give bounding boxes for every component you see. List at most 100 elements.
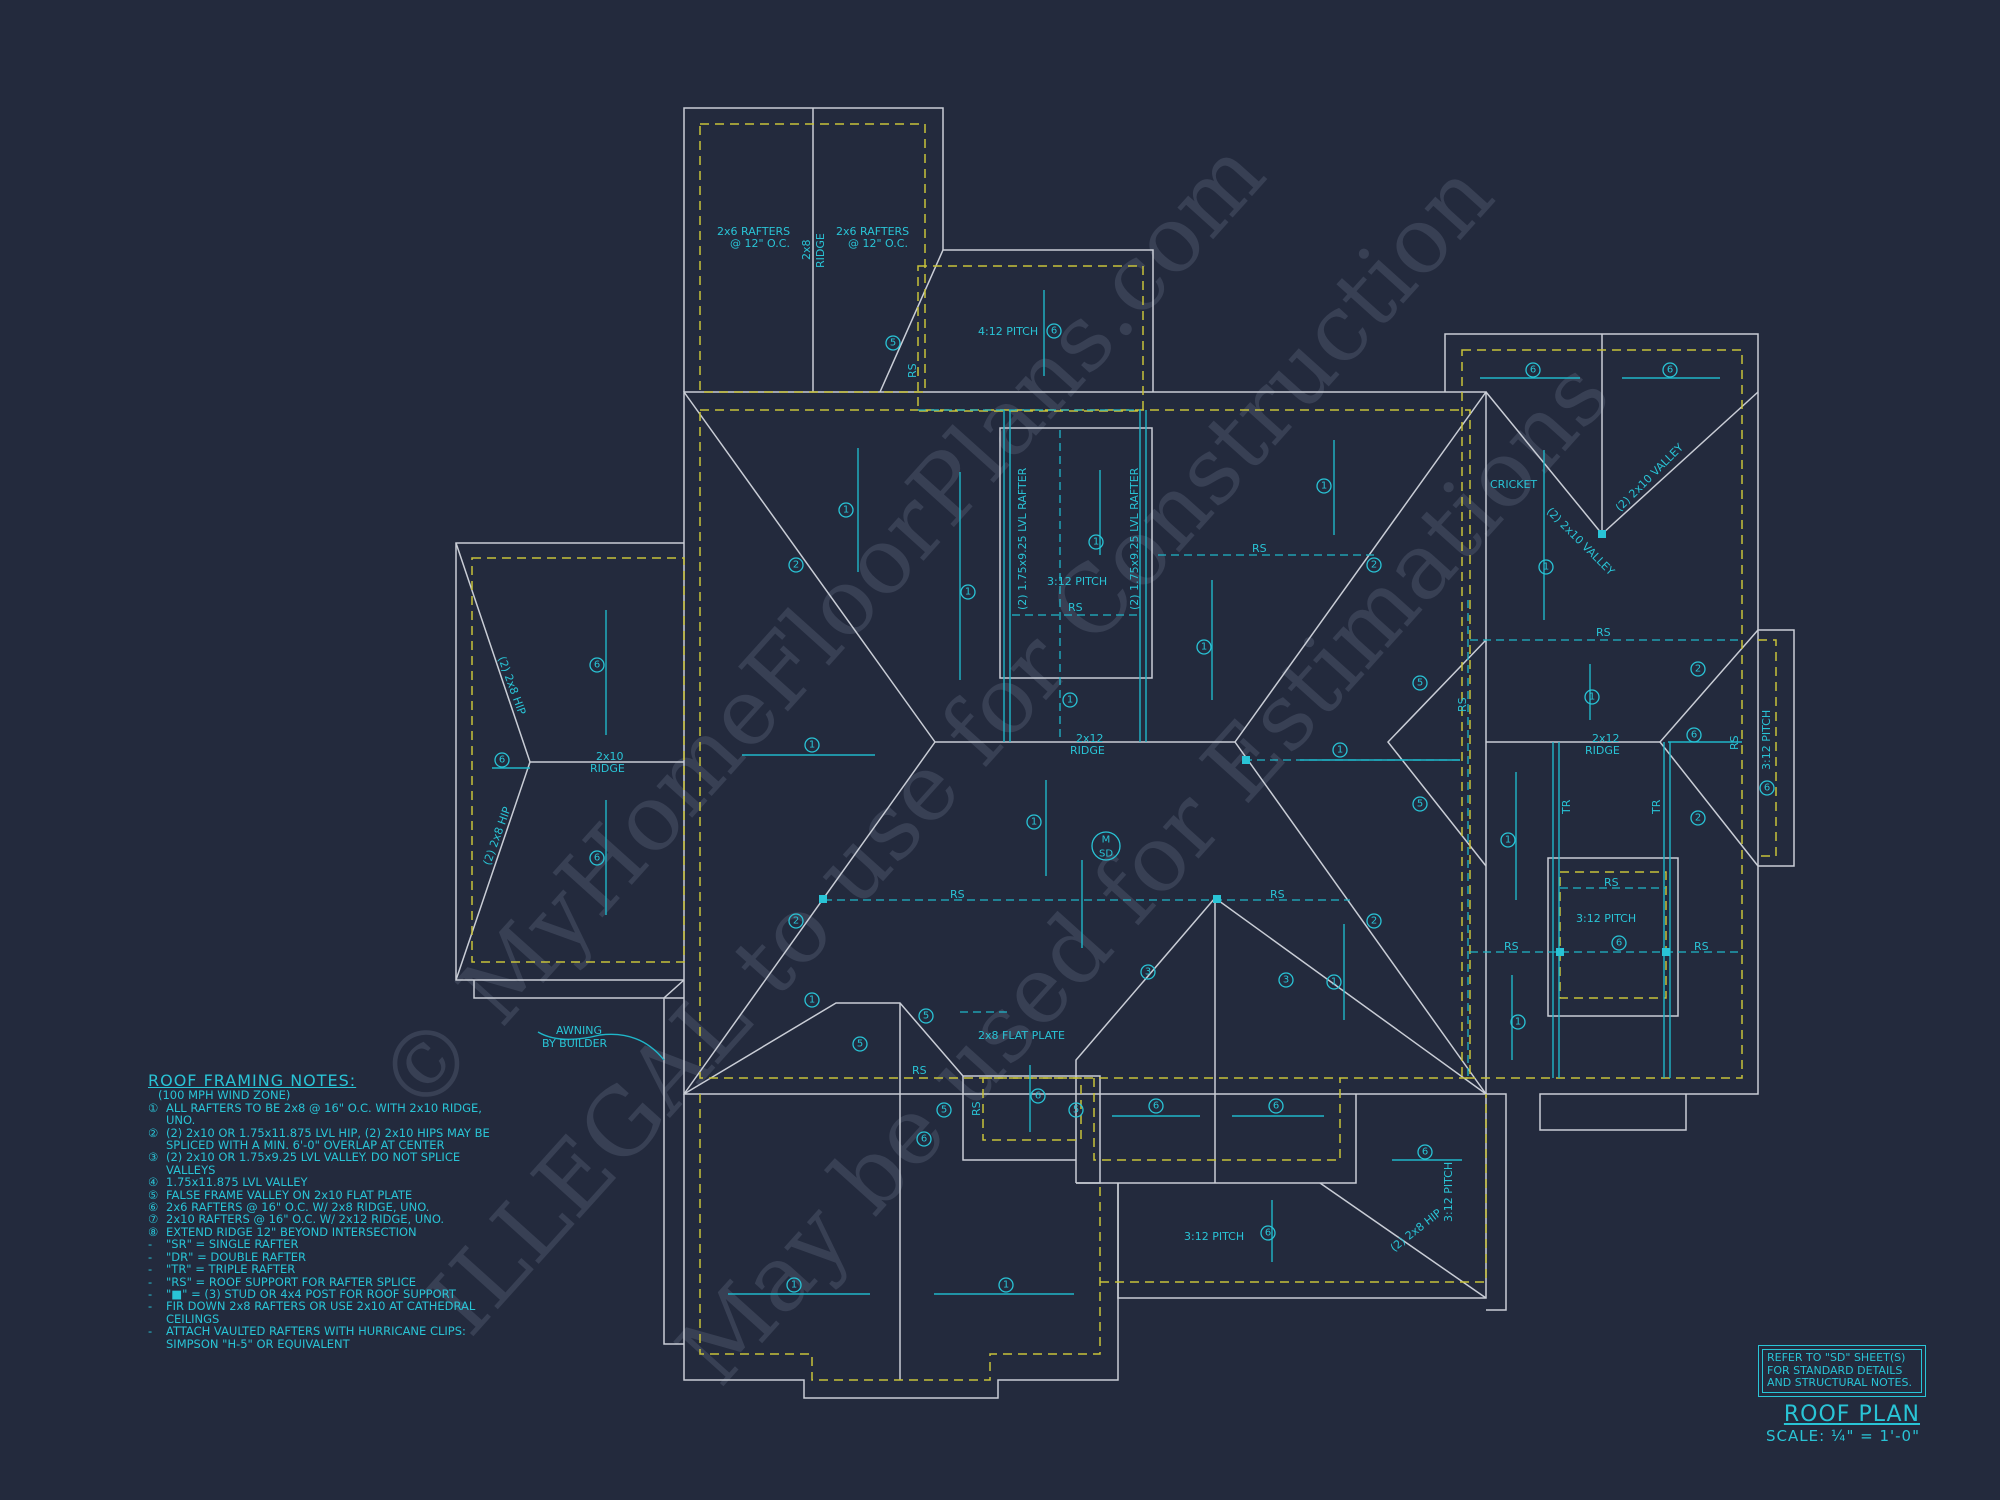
svg-text:6: 6: [594, 660, 600, 671]
rafters-oc-label: @ 12" O.C.: [848, 237, 908, 250]
rs-label: RS: [1068, 601, 1083, 614]
note-key: ④: [148, 1175, 159, 1190]
svg-text:1: 1: [791, 1280, 797, 1291]
reference-line-3: AND STRUCTURAL NOTES.: [1767, 1376, 1912, 1389]
note-key: -: [148, 1286, 153, 1301]
lvl-rafter-label: (2) 1.75x9.25 LVL RAFTER: [1128, 467, 1141, 610]
svg-text:1: 1: [1543, 562, 1549, 573]
pitch-3-12-label: 3:12 PITCH: [1184, 1230, 1244, 1243]
svg-text:6: 6: [921, 1134, 927, 1145]
note-text: 2x6 RAFTERS @ 16" O.C. W/ 2x8 RIDGE, UNO…: [166, 1200, 430, 1215]
svg-text:6: 6: [1035, 1091, 1041, 1102]
rs-label: RS: [1252, 542, 1267, 555]
note-item: -"TR" = TRIPLE RAFTER: [148, 1263, 508, 1276]
note-text: ATTACH VAULTED RAFTERS WITH HURRICANE CL…: [166, 1324, 466, 1351]
note-text: EXTEND RIDGE 12" BEYOND INTERSECTION: [166, 1224, 417, 1239]
note-text: (2) 2x10 OR 1.75x9.25 LVL VALLEY. DO NOT…: [166, 1150, 461, 1177]
note-key: ①: [148, 1100, 159, 1115]
svg-text:5: 5: [857, 1039, 863, 1050]
tr-label: TR: [1650, 799, 1663, 815]
smoke-detector-label-m: M: [1102, 835, 1111, 846]
note-key: -: [148, 1274, 153, 1289]
lvl-rafter-label: (2) 1.75x9.25 LVL RAFTER: [1016, 467, 1029, 610]
rs-label: RS: [970, 1101, 983, 1116]
rs-label: RS: [1694, 940, 1709, 953]
svg-text:1: 1: [1031, 817, 1037, 828]
reference-line-1: REFER TO "SD" SHEET(S): [1767, 1351, 1906, 1364]
svg-text:1: 1: [809, 740, 815, 751]
svg-text:5: 5: [923, 1011, 929, 1022]
watermark-line-2: ILLEGAL to use for Construction: [407, 142, 1514, 1355]
svg-text:6: 6: [1265, 1228, 1271, 1239]
pitch-3-12-label: 3:12 PITCH: [1576, 912, 1636, 925]
rs-label: RS: [1504, 940, 1519, 953]
ridge-word-label: RIDGE: [1070, 744, 1105, 757]
svg-text:6: 6: [1667, 365, 1673, 376]
svg-text:1: 1: [1201, 642, 1207, 653]
svg-text:1: 1: [1515, 1017, 1521, 1028]
note-text: "■" = (3) STUD OR 4x4 POST FOR ROOF SUPP…: [166, 1286, 456, 1301]
roof-framing-notes: ROOF FRAMING NOTES: (100 MPH WIND ZONE) …: [148, 1072, 508, 1350]
post-square-icon: [1242, 756, 1250, 764]
note-item: -FIR DOWN 2x8 RAFTERS OR USE 2x10 AT CAT…: [148, 1300, 508, 1325]
post-markers: [819, 530, 1670, 956]
cricket-label: CRICKET: [1490, 478, 1537, 491]
svg-text:2: 2: [1695, 664, 1701, 675]
drawing-scale: SCALE: ¼" = 1'-0": [1766, 1427, 1920, 1445]
svg-text:1: 1: [1003, 1280, 1009, 1291]
note-item: -ATTACH VAULTED RAFTERS WITH HURRICANE C…: [148, 1325, 508, 1350]
svg-text:6: 6: [1530, 365, 1536, 376]
pitch-3-12-label: 3:12 PITCH: [1442, 1162, 1455, 1222]
note-item: -"SR" = SINGLE RAFTER: [148, 1238, 508, 1251]
svg-text:2: 2: [1371, 916, 1377, 927]
ridge-2x12-label: 2x12: [1592, 732, 1620, 745]
roof-outline: [455, 107, 1795, 1399]
flat-plate-label: 2x8 FLAT PLATE: [978, 1029, 1065, 1042]
note-key: ③: [148, 1150, 159, 1165]
svg-text:1: 1: [843, 505, 849, 516]
drawing-title: ROOF PLAN: [1783, 1402, 1920, 1427]
svg-text:5: 5: [890, 338, 896, 349]
svg-text:2: 2: [1371, 560, 1377, 571]
svg-text:1: 1: [1093, 537, 1099, 548]
valley-label: (2) 2x10 VALLEY: [1613, 441, 1686, 514]
note-item: ⑧ EXTEND RIDGE 12" BEYOND INTERSECTION: [148, 1224, 508, 1239]
awning-label-2: BY BUILDER: [542, 1037, 608, 1050]
rs-label: RS: [1270, 888, 1285, 901]
rafters-label: 2x6 RAFTERS: [717, 225, 790, 238]
svg-text:6: 6: [1153, 1101, 1159, 1112]
note-key: ⑦: [148, 1212, 159, 1227]
svg-text:3: 3: [1145, 967, 1151, 978]
title-block: ROOF PLAN SCALE: ¼" = 1'-0": [1760, 1402, 1920, 1445]
post-square-icon: [1598, 530, 1606, 538]
reference-line-2: FOR STANDARD DETAILS: [1767, 1363, 1903, 1377]
note-text: FALSE FRAME VALLEY ON 2x10 FLAT PLATE: [166, 1187, 413, 1202]
svg-text:2: 2: [793, 560, 799, 571]
svg-text:6: 6: [1051, 326, 1057, 337]
tr-label: TR: [1560, 799, 1573, 815]
note-text: "RS" = ROOF SUPPORT FOR RAFTER SPLICE: [166, 1274, 417, 1289]
pitch-3-12-label: 3:12 PITCH: [1760, 710, 1773, 770]
reference-note-inner: REFER TO "SD" SHEET(S) FOR STANDARD DETA…: [1762, 1349, 1922, 1393]
svg-text:6: 6: [1691, 730, 1697, 741]
svg-text:1: 1: [809, 995, 815, 1006]
note-key: ⑧: [148, 1224, 159, 1239]
svg-text:1: 1: [1589, 692, 1595, 703]
svg-text:5: 5: [1417, 678, 1423, 689]
rs-label: RS: [906, 363, 919, 378]
note-item: ③ (2) 2x10 OR 1.75x9.25 LVL VALLEY. DO NO…: [148, 1151, 508, 1176]
ridge-2x12-label: 2x12: [1076, 732, 1104, 745]
note-item: ②(2) 2x10 OR 1.75x11.875 LVL HIP, (2) 2x…: [148, 1125, 508, 1152]
note-key: ⑥: [148, 1200, 159, 1215]
rs-label: RS: [1728, 735, 1741, 750]
rs-label: RS: [950, 888, 965, 901]
note-key: -: [148, 1249, 153, 1264]
note-key: ②: [148, 1125, 159, 1140]
note-callouts: 1 1 1 1 1 1 1 1 1 1 1 1 1 1 1 1 1 2 2 2 …: [494, 323, 1775, 1293]
ridge-word-label: RIDGE: [1585, 744, 1620, 757]
reference-note-box: REFER TO "SD" SHEET(S) FOR STANDARD DETA…: [1758, 1345, 1926, 1397]
